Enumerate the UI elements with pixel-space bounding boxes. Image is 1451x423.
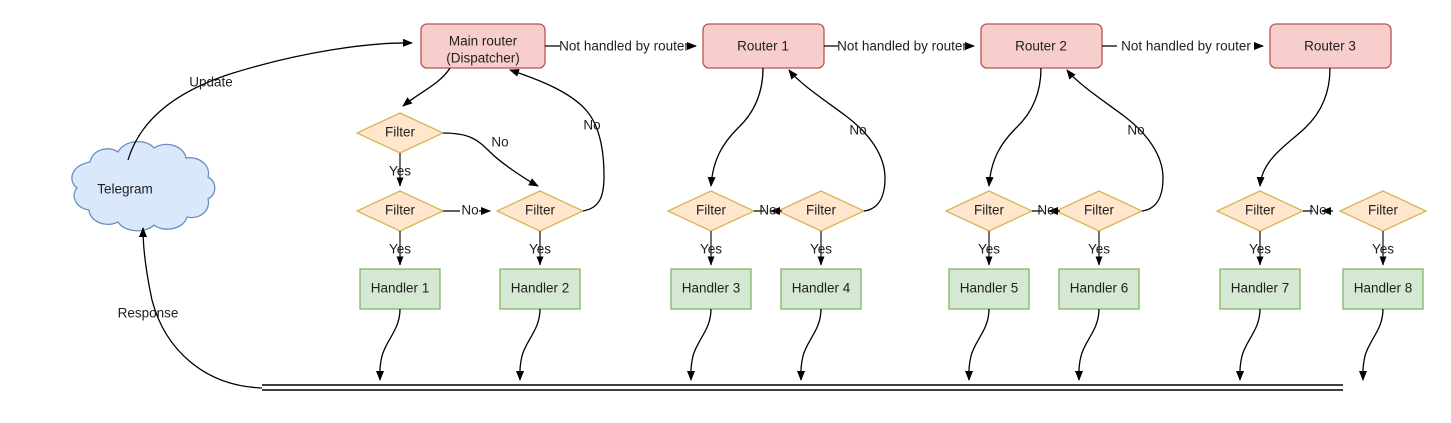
filter-filter-7-label: Filter xyxy=(1245,203,1276,218)
router-router-2-label: Router 2 xyxy=(1015,39,1067,54)
filter-filter-4-label: Filter xyxy=(806,203,837,218)
filter-filter-8[interactable]: Filter xyxy=(1338,190,1428,232)
filter-filter-a-label: Filter xyxy=(385,125,416,140)
edge-router-2-to-filter-5 xyxy=(985,67,1042,187)
edge-label-no-2: No xyxy=(583,118,600,133)
handler-handler-6-box xyxy=(1058,268,1140,310)
router-main-router[interactable]: Main router (Dispatcher) xyxy=(420,23,546,69)
handler-handler-2-label: Handler 2 xyxy=(511,281,570,296)
router-router-1-label: Router 1 xyxy=(737,39,789,54)
handler-handler-1-box xyxy=(359,268,441,310)
edge-update xyxy=(127,38,413,161)
handler-handler-4[interactable]: Handler 4 xyxy=(780,268,862,310)
edge-handler-1-to-collector xyxy=(375,308,401,381)
edge-label-yes-2: Yes xyxy=(529,242,551,257)
filter-filter-3-label: Filter xyxy=(696,203,727,218)
handler-handler-7-label: Handler 7 xyxy=(1231,281,1290,296)
filter-filter-2-label: Filter xyxy=(525,203,556,218)
handler-handler-1-label: Handler 1 xyxy=(371,281,430,296)
handler-handler-4-label: Handler 4 xyxy=(792,281,851,296)
router-router-2[interactable]: Router 2 xyxy=(980,23,1103,69)
handler-handler-7-box xyxy=(1219,268,1301,310)
edge-label-no-6: No xyxy=(1127,123,1144,138)
edge-label-yes-1: Yes xyxy=(389,242,411,257)
edge-handler-7-to-collector xyxy=(1235,308,1261,381)
edge-handler-3-to-collector xyxy=(686,308,712,381)
filter-filter-6-label: Filter xyxy=(1084,203,1115,218)
handler-handler-5-label: Handler 5 xyxy=(960,281,1019,296)
filter-filter-8-label: Filter xyxy=(1368,203,1399,218)
edge-handler-5-to-collector xyxy=(964,308,990,381)
edge-label-no-1: No xyxy=(461,203,478,218)
edge-label-no-5: No xyxy=(1037,203,1054,218)
telegram-cloud-node[interactable]: Telegram xyxy=(71,141,216,232)
edge-label-no-4: No xyxy=(849,123,866,138)
edge-label-no-3: No xyxy=(759,203,776,218)
edge-label-no-7: No xyxy=(1309,203,1326,218)
edge-label-yes-5: Yes xyxy=(978,242,1000,257)
edge-router-1-to-filter-3 xyxy=(707,67,764,187)
handler-handler-3-label: Handler 3 xyxy=(682,281,741,296)
handler-handler-7[interactable]: Handler 7 xyxy=(1219,268,1301,310)
edge-label-yes-4: Yes xyxy=(810,242,832,257)
filter-filter-4[interactable]: Filter xyxy=(776,190,866,232)
filter-filter-2[interactable]: Filter xyxy=(495,190,585,232)
handler-handler-8-box xyxy=(1342,268,1424,310)
edge-label-yes-0: Yes xyxy=(389,164,411,179)
edge-filter-a-no xyxy=(442,132,539,187)
edge-label-not-handled-2: Not handled by router xyxy=(837,39,967,54)
edge-router-3-to-filter-7 xyxy=(1256,67,1331,187)
router-main-router-label-line1: Main router xyxy=(449,34,518,49)
handler-handler-1[interactable]: Handler 1 xyxy=(359,268,441,310)
edge-label-no-0: No xyxy=(491,135,508,150)
edge-label-yes-3: Yes xyxy=(700,242,722,257)
handler-handler-6[interactable]: Handler 6 xyxy=(1058,268,1140,310)
edge-filter-2-no-return xyxy=(509,69,605,212)
router-router-3[interactable]: Router 3 xyxy=(1269,23,1392,69)
handler-handler-3-box xyxy=(670,268,752,310)
handler-handler-8-label: Handler 8 xyxy=(1354,281,1413,296)
cloud-shape xyxy=(71,141,216,232)
edge-label-yes-7: Yes xyxy=(1249,242,1271,257)
edge-label-yes-8: Yes xyxy=(1372,242,1394,257)
handler-handler-2[interactable]: Handler 2 xyxy=(499,268,581,310)
edge-label-not-handled-1: Not handled by router xyxy=(559,39,689,54)
edge-label-response: Response xyxy=(118,306,179,321)
handler-handler-4-box xyxy=(780,268,862,310)
edge-filter-4-no-return xyxy=(788,69,886,212)
filter-filter-5[interactable]: Filter xyxy=(944,190,1034,232)
handler-handler-2-box xyxy=(499,268,581,310)
edge-handler-4-to-collector xyxy=(796,308,822,381)
handler-handler-3[interactable]: Handler 3 xyxy=(670,268,752,310)
handler-handler-8[interactable]: Handler 8 xyxy=(1342,268,1424,310)
telegram-label: Telegram xyxy=(97,182,153,197)
edge-main-router-to-filter-a xyxy=(402,67,451,107)
handler-handler-5-box xyxy=(948,268,1030,310)
edge-response xyxy=(139,227,263,389)
handler-handler-5[interactable]: Handler 5 xyxy=(948,268,1030,310)
filter-filter-1-label: Filter xyxy=(385,203,416,218)
router-main-router-label-line2: (Dispatcher) xyxy=(446,51,520,66)
edge-handler-2-to-collector xyxy=(515,308,541,381)
router-router-3-label: Router 3 xyxy=(1304,39,1356,54)
edge-label-not-handled-3: Not handled by router xyxy=(1121,39,1251,54)
edge-label-yes-6: Yes xyxy=(1088,242,1110,257)
filter-filter-6[interactable]: Filter xyxy=(1054,190,1144,232)
filter-filter-7[interactable]: Filter xyxy=(1215,190,1305,232)
edge-handler-8-to-collector xyxy=(1358,308,1384,381)
router-router-1[interactable]: Router 1 xyxy=(702,23,825,69)
filter-filter-5-label: Filter xyxy=(974,203,1005,218)
filter-filter-3[interactable]: Filter xyxy=(666,190,756,232)
edge-label-update: Update xyxy=(189,75,233,90)
filter-filter-a[interactable]: Filter xyxy=(355,112,445,154)
filter-filter-1[interactable]: Filter xyxy=(355,190,445,232)
edge-filter-6-no-return xyxy=(1066,69,1164,212)
edge-handler-6-to-collector xyxy=(1074,308,1100,381)
handler-handler-6-label: Handler 6 xyxy=(1070,281,1129,296)
